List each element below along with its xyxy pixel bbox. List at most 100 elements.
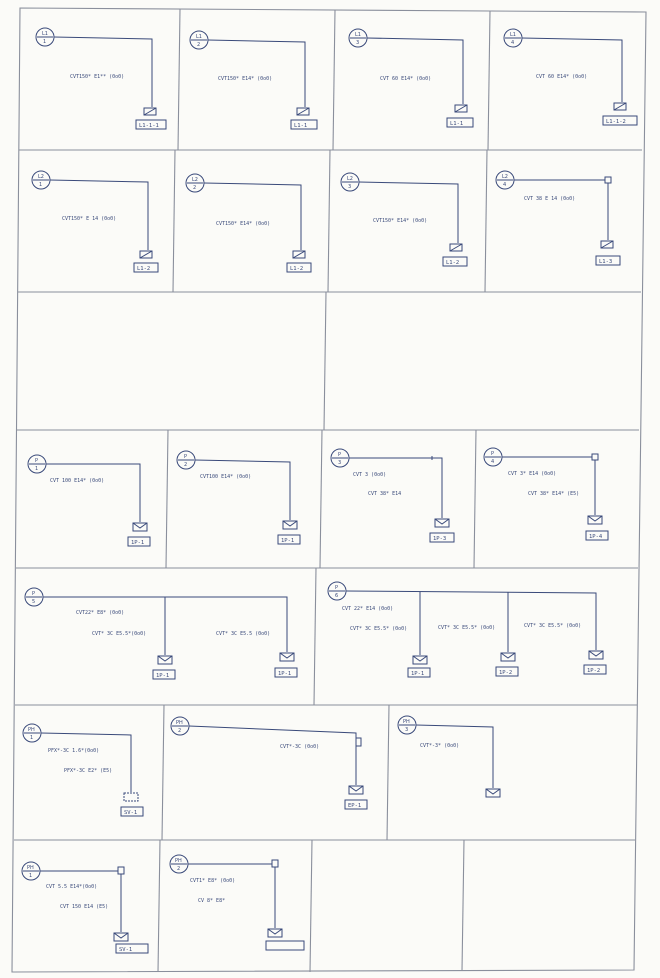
- circle-top: PH: [403, 719, 410, 725]
- panel-box-icon: [500, 652, 516, 662]
- cable-spec: CVT150* E 14 (0o0): [62, 216, 116, 222]
- panel-label: 1P-1: [156, 673, 169, 679]
- cable-spec-3: CVT* 3C E5.5 (0o0): [216, 631, 270, 637]
- circle-top: P: [335, 585, 338, 591]
- cable-spec: CVT150* E14* (0o0): [216, 221, 270, 227]
- panel-p9: P 1 CVT 100 E14* (0o0) 1P-1: [27, 454, 151, 547]
- circle-top: P: [35, 458, 38, 464]
- col-line: [386, 704, 390, 841]
- circle-top: L2: [347, 176, 353, 182]
- panel-label: L1-3: [599, 259, 612, 265]
- circle-top: PH: [176, 720, 183, 726]
- circle-bot: 2: [177, 866, 180, 872]
- cable-spec: PFX*-3C 1.6*(0o0): [48, 748, 99, 754]
- circle-top: P: [491, 451, 494, 457]
- circle-top: PH: [175, 858, 182, 864]
- circle-bot: 4: [491, 459, 494, 465]
- panel-p12: P 4 CVT 3* E14 (0o0) CVT 38* E14* (E5) 1…: [483, 447, 609, 541]
- label-box: [152, 669, 176, 680]
- cable-spec: CVT 3 (0o0): [353, 472, 386, 478]
- breaker-icon: [355, 737, 362, 747]
- label-box: [595, 255, 621, 266]
- panel-box-icon: [485, 788, 501, 798]
- circle-top: PH: [27, 865, 34, 871]
- col-line: [165, 429, 169, 569]
- cable-spec-2: CVT 150 E14 (E5): [60, 904, 108, 910]
- cable-spec-2: PFX*-3C E2* (E5): [64, 768, 112, 774]
- panel-label-2: 1P-2: [499, 670, 512, 676]
- panel-box-icon: [279, 652, 295, 662]
- cable-spec: CVT 60 E14* (0o0): [536, 74, 587, 80]
- cable-spec: CVT1* E8* (0o0): [190, 878, 235, 884]
- panel-label: L1-1-1: [139, 123, 159, 129]
- cable-spec-2: CVT* 3C E5.5* (0o0): [350, 626, 407, 632]
- breaker-icon: [271, 859, 279, 868]
- panel-box-icon: [613, 102, 627, 111]
- panel-box-icon: [132, 522, 148, 532]
- col-line: [172, 149, 176, 293]
- circle-bot: 3: [338, 460, 341, 466]
- circle-bot: 3: [405, 727, 408, 733]
- panel-box-icon: [123, 792, 139, 802]
- circle-bot: 6: [335, 593, 338, 599]
- cable-spec: CVT 38 E 14 (0o0): [524, 196, 575, 202]
- panel-p19: PH 2 CVT1* E8* (0o0) CV 8* E8*: [169, 854, 305, 951]
- panel-box-icon: [113, 932, 129, 942]
- panel-label: 1P-1: [281, 538, 294, 544]
- panel-box-icon: [434, 518, 450, 528]
- panel-p10: P 2 CVT100 E14* (0o0) 1P-1: [176, 450, 301, 545]
- circle-top: P: [184, 454, 187, 460]
- col-line: [461, 839, 465, 972]
- circle-bot: 1: [39, 182, 42, 188]
- cable-spec: CVT150* E1** (0o0): [70, 74, 124, 80]
- panel-box-icon: [348, 785, 364, 795]
- cable-spec: CVT*-3C (0o0): [280, 744, 319, 750]
- sheet-border: [11, 7, 647, 973]
- circle-bot: 2: [193, 185, 196, 191]
- panel-box-icon: [282, 520, 298, 530]
- label-box: [407, 667, 431, 678]
- circle-top: L2: [502, 174, 508, 180]
- circle-bot: 3: [356, 40, 359, 46]
- panel-box-icon: [292, 250, 306, 259]
- panel-box-icon: [157, 655, 173, 665]
- circle-bot: 1: [35, 466, 38, 472]
- breaker-icon: [117, 866, 125, 875]
- circle-bot: 3: [348, 184, 351, 190]
- cable-spec: CVT100 E14* (0o0): [200, 474, 251, 480]
- label-box: [277, 534, 301, 545]
- col-line: [309, 839, 313, 973]
- col-line: [323, 291, 327, 431]
- label-box: [115, 943, 149, 954]
- cable-spec-2: CVT 38* E14* (E5): [528, 491, 579, 497]
- panel-label: L1-2: [290, 266, 303, 272]
- cable-spec-2: CV 8* E8*: [198, 898, 225, 904]
- panel-label: 1P-1: [131, 540, 144, 546]
- cable-spec: CVT 100 E14* (0o0): [50, 478, 104, 484]
- panel-p5: L2 1 CVT150* E 14 (0o0) L1-2: [31, 170, 159, 273]
- panel-p16: PH 2 CVT*-3C (0o0) EP-1: [170, 716, 368, 810]
- circle-bot: 1: [29, 873, 32, 879]
- panel-p17: PH 3 CVT*-3* (0o0): [397, 715, 501, 798]
- circle-bot: 1: [30, 735, 33, 741]
- circle-bot: 5: [32, 599, 35, 605]
- col-line: [313, 567, 317, 706]
- label-box: [442, 256, 468, 267]
- cable-spec: CVT 5.5 E14*(0o0): [46, 884, 97, 890]
- label-box: [495, 666, 519, 677]
- panel-label: EP-1: [348, 803, 361, 809]
- circle-top: L2: [192, 177, 198, 183]
- col-line: [177, 8, 181, 151]
- panel-label-3: 1P-2: [587, 668, 600, 674]
- panel-p14: P 6 CVT 22* E14 (0o0) CVT* 3C E5.5* (0o0…: [327, 581, 607, 678]
- label-box: [135, 119, 167, 130]
- label-box: [602, 115, 638, 126]
- circle-bot: 2: [178, 728, 181, 734]
- circle-bot: 4: [503, 182, 506, 188]
- cable-spec: CVT 3* E14 (0o0): [508, 471, 556, 477]
- col-line: [161, 704, 165, 841]
- panel-box-icon: [454, 104, 468, 113]
- cable-spec-3: CVT* 3C E5.5* (0o0): [438, 625, 495, 631]
